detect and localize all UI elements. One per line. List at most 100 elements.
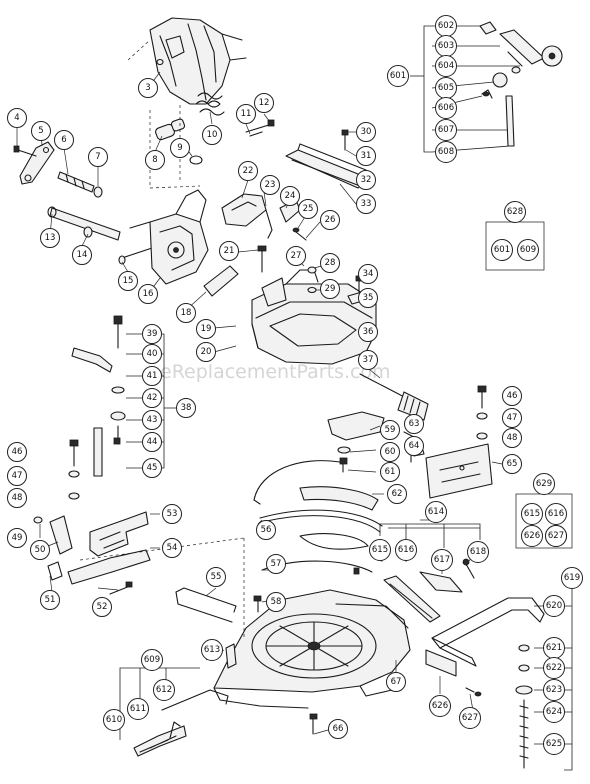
callout-33: 33 — [356, 194, 376, 214]
callout-609: 609 — [141, 649, 163, 671]
callout-613: 613 — [201, 639, 223, 661]
callout-circle — [429, 695, 451, 717]
callout-circle — [404, 414, 424, 434]
callout-circle — [502, 454, 522, 474]
callout-circle — [206, 567, 226, 587]
callout-circle — [201, 639, 223, 661]
callout-number: 611 — [130, 704, 146, 714]
callout-11: 11 — [236, 104, 256, 124]
callout-19: 19 — [196, 319, 216, 339]
callout-number: 607 — [438, 125, 454, 135]
callout-number: 46 — [507, 391, 518, 401]
callout-number: 619 — [564, 573, 580, 583]
callout-number: 5 — [38, 126, 43, 136]
callout-616: 616 — [395, 539, 417, 561]
callout-616-2: 616 — [545, 503, 567, 525]
callout-number: 28 — [325, 258, 336, 268]
bolt-11-12-drawing — [245, 119, 275, 137]
callout-circle — [543, 679, 565, 701]
callout-number: 19 — [201, 324, 212, 334]
callout-46-2: 46 — [502, 386, 522, 406]
callout-number: 12 — [259, 98, 270, 108]
callout-number: 605 — [438, 83, 454, 93]
callout-16: 16 — [138, 284, 158, 304]
callout-circle — [256, 520, 276, 540]
callout-circle — [236, 104, 256, 124]
bolt-right-46-drawing — [476, 385, 488, 440]
callout-number: 615 — [372, 545, 388, 555]
callout-circle — [356, 170, 376, 190]
callout-number: 629 — [536, 479, 552, 489]
callout-number: 616 — [398, 545, 414, 555]
callout-609-2: 609 — [517, 239, 539, 261]
callout-number: 627 — [462, 713, 478, 723]
callout-602: 602 — [435, 15, 457, 37]
callout-number: 626 — [524, 531, 540, 541]
callout-number: 609 — [144, 655, 160, 665]
callout-number: 51 — [45, 595, 56, 605]
callout-number: 54 — [167, 543, 178, 553]
callout-circle — [521, 525, 543, 547]
callout-number: 61 — [385, 467, 396, 477]
callout-50: 50 — [30, 540, 50, 560]
callout-number: 60 — [385, 447, 396, 457]
callout-circle — [328, 719, 348, 739]
callout-circle — [40, 590, 60, 610]
callout-628: 628 — [504, 201, 526, 223]
callout-circle — [176, 398, 196, 418]
callout-circle — [543, 595, 565, 617]
callout-29: 29 — [320, 279, 340, 299]
callout-circle — [7, 466, 27, 486]
callout-626: 626 — [429, 695, 451, 717]
handle-620-drawing — [425, 597, 545, 769]
callout-circle — [196, 319, 216, 339]
callout-623: 623 — [543, 679, 565, 701]
callout-circle — [145, 150, 165, 170]
callout-35: 35 — [358, 288, 378, 308]
callout-number: 46 — [12, 447, 23, 457]
callout-circle — [40, 228, 60, 248]
callout-number: 64 — [409, 441, 420, 451]
callout-number: 8 — [152, 155, 157, 165]
callout-603: 603 — [435, 35, 457, 57]
callout-number: 41 — [147, 371, 158, 381]
callout-number: 601 — [390, 71, 406, 81]
callout-64: 64 — [404, 436, 424, 456]
table-assembly-drawing — [251, 269, 377, 365]
callout-number: 32 — [361, 175, 372, 185]
callout-number: 626 — [432, 701, 448, 711]
rod-stack-drawing — [71, 315, 126, 477]
callout-circle — [502, 408, 522, 428]
callout-42: 42 — [142, 388, 162, 408]
callout-22: 22 — [238, 161, 258, 181]
callout-614: 614 — [425, 501, 447, 523]
callout-number: 20 — [201, 347, 212, 357]
callout-number: 39 — [147, 329, 158, 339]
callout-number: 31 — [361, 151, 372, 161]
callout-611: 611 — [127, 698, 149, 720]
callout-number: 23 — [265, 180, 276, 190]
callout-31: 31 — [356, 146, 376, 166]
callout-number: 13 — [45, 233, 56, 243]
callout-24: 24 — [280, 186, 300, 206]
callout-number: 7 — [95, 152, 100, 162]
callout-23: 23 — [260, 175, 280, 195]
callout-612: 612 — [153, 679, 175, 701]
callout-47: 47 — [7, 466, 27, 486]
callout-number: 57 — [271, 559, 282, 569]
callout-circle — [387, 65, 409, 87]
callout-number: 604 — [438, 61, 454, 71]
callout-number: 625 — [546, 739, 562, 749]
callout-30: 30 — [356, 122, 376, 142]
callout-36: 36 — [358, 322, 378, 342]
callout-circle — [30, 540, 50, 560]
callout-number: 34 — [363, 269, 374, 279]
callout-number: 50 — [35, 545, 46, 555]
callout-circle — [88, 147, 108, 167]
callout-number: 616 — [548, 509, 564, 519]
callout-circle — [54, 130, 74, 150]
callout-circle — [380, 420, 400, 440]
callout-number: 56 — [261, 525, 272, 535]
callout-620: 620 — [543, 595, 565, 617]
callout-circle — [533, 473, 555, 495]
